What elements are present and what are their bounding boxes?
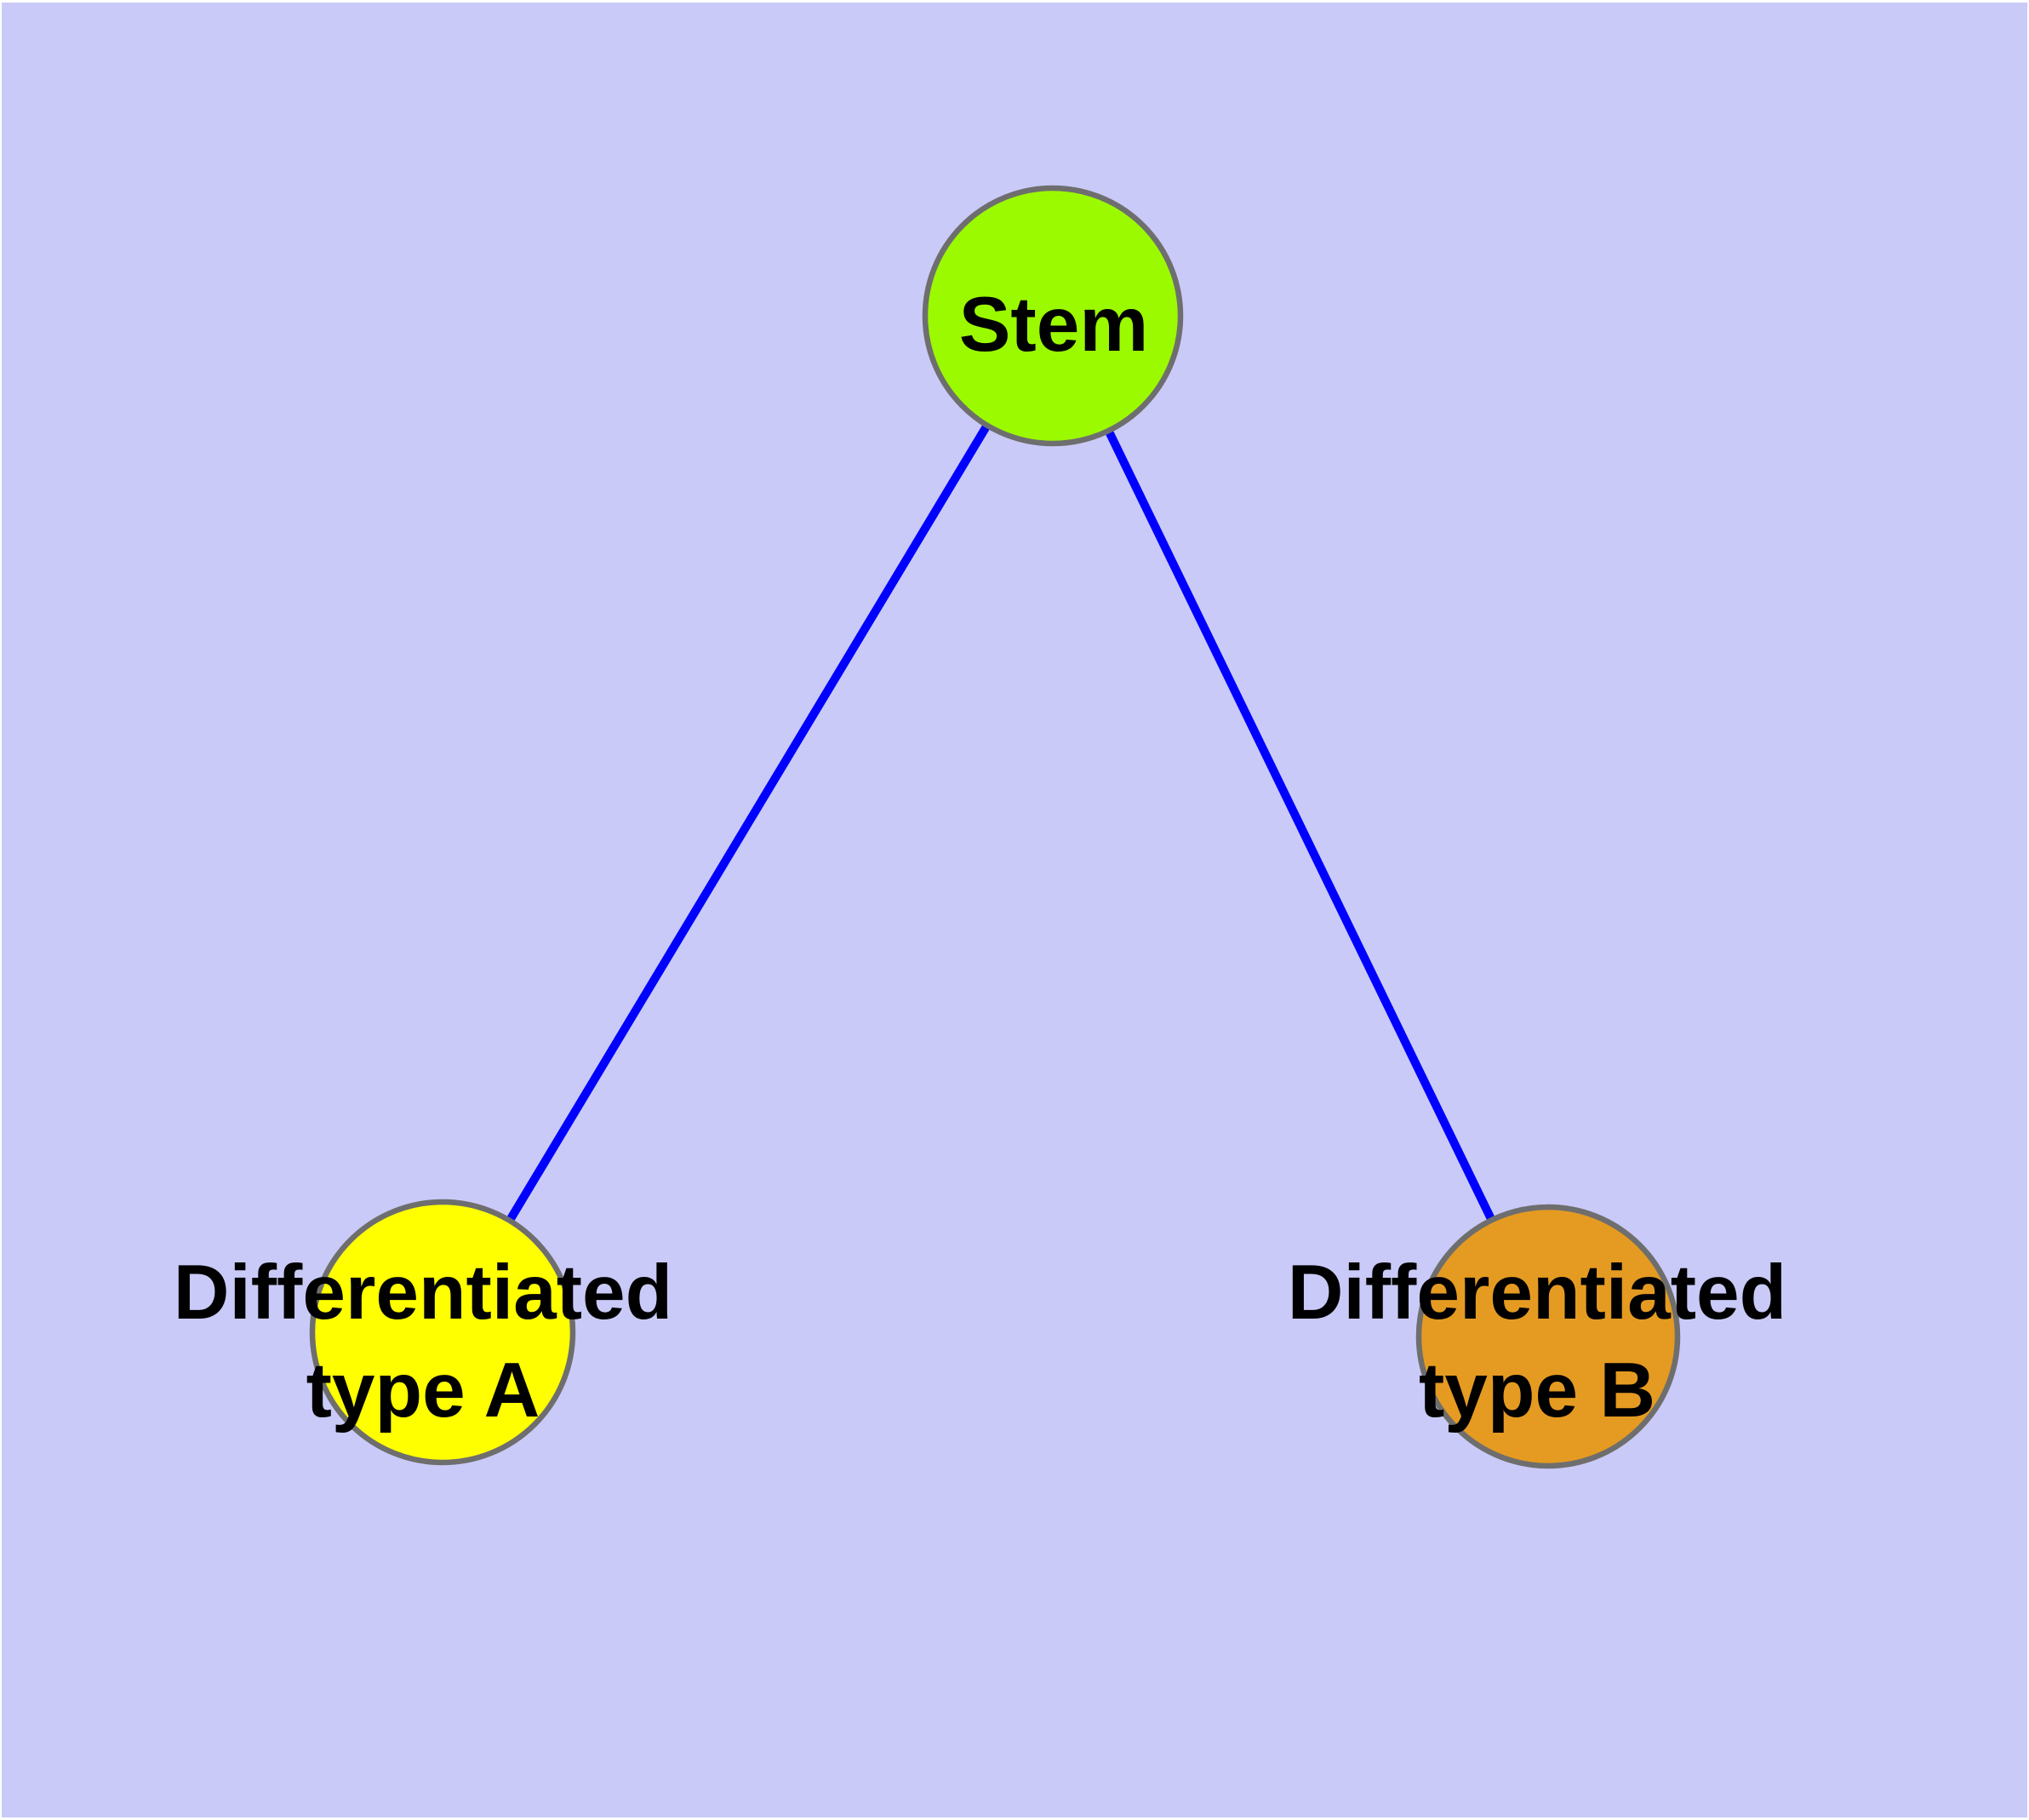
node-type-b-label-line2: type B [1419, 1348, 1655, 1434]
node-type-a-label-line2: type A [306, 1348, 540, 1434]
edge-group [438, 312, 1552, 1341]
label-group: Stem Differentiated type A Differentiate… [174, 282, 1787, 1434]
node-type-a-label-line1: Differentiated [174, 1250, 673, 1336]
node-group [309, 185, 1681, 1469]
edge-stem-to-type-a [438, 312, 1057, 1336]
node-stem-label: Stem [959, 282, 1149, 368]
node-differentiated-type-b [1415, 1204, 1681, 1469]
node-differentiated-type-a [309, 1199, 576, 1466]
node-type-b-label-line1: Differentiated [1288, 1250, 1787, 1336]
node-stem [922, 185, 1184, 447]
edge-stem-to-type-b [1049, 312, 1552, 1341]
